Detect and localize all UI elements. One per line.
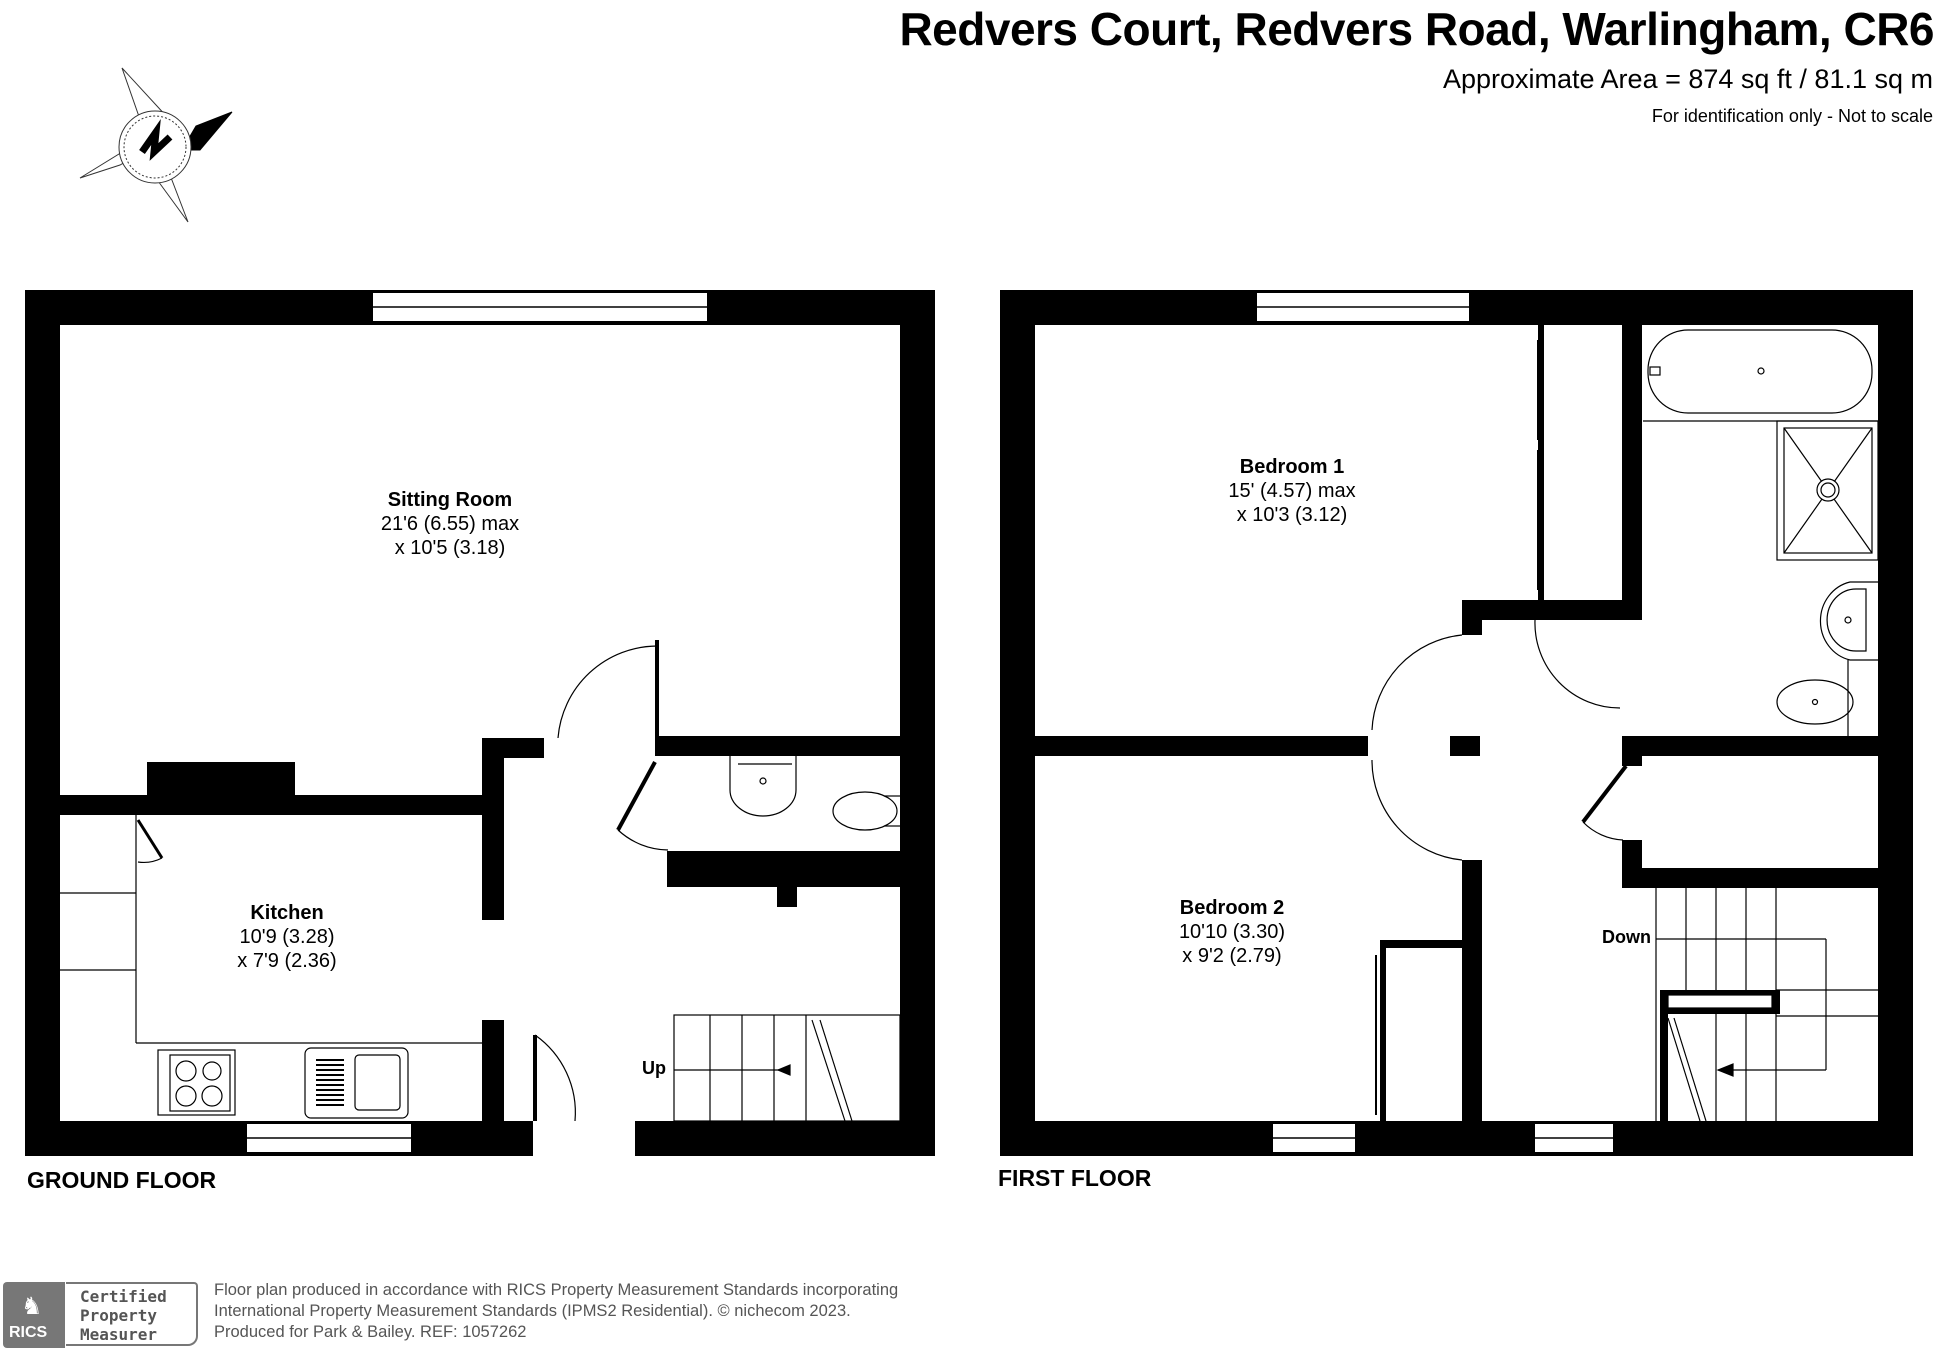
room-kitchen: Kitchen 10'9 (3.28) x 7'9 (2.36) xyxy=(237,901,336,973)
room-dimension: x 10'5 (3.18) xyxy=(394,537,506,559)
stairs-down-label: Down xyxy=(1602,927,1651,947)
badge-line: Certified xyxy=(80,1287,167,1306)
room-dimension: 21'6 (6.55) max xyxy=(380,513,520,535)
footer-line: Produced for Park & Bailey. REF: 1057262 xyxy=(214,1323,527,1341)
room-bedroom-1: Bedroom 1 15' (4.57) max x 10'3 (3.12) xyxy=(1228,455,1355,527)
stairs-up-label: Up xyxy=(642,1058,666,1078)
room-bedroom-2: Bedroom 2 10'10 (3.30) x 9'2 (2.79) xyxy=(1179,896,1285,968)
room-name: Sitting Room xyxy=(387,489,513,511)
footer-line: Floor plan produced in accordance with R… xyxy=(214,1281,899,1299)
first-floor-label: FIRST FLOOR xyxy=(998,1165,1152,1191)
rics-logo-text: RICS xyxy=(9,1324,48,1341)
ground-floor-plan xyxy=(25,290,935,1156)
badge-line: Property xyxy=(80,1306,158,1325)
rics-logo: ♞ RICS xyxy=(3,1282,65,1348)
footer-line: International Property Measurement Stand… xyxy=(214,1302,851,1320)
room-dimension: x 7'9 (2.36) xyxy=(237,950,337,972)
room-name: Bedroom 2 xyxy=(1179,897,1285,919)
room-dimension: 10'9 (3.28) xyxy=(239,926,335,948)
room-dimension: x 9'2 (2.79) xyxy=(1182,945,1282,967)
rics-lion-icon: ♞ xyxy=(21,1293,43,1320)
room-dimension: 10'10 (3.30) xyxy=(1178,921,1286,943)
room-name: Bedroom 1 xyxy=(1239,456,1345,478)
badge-line: Measurer xyxy=(80,1325,158,1344)
room-sitting-room: Sitting Room 21'6 (6.55) max x 10'5 (3.1… xyxy=(381,488,519,560)
ground-floor-fixtures xyxy=(60,645,901,1122)
footer-notes: Floor plan produced in accordance with R… xyxy=(214,1280,898,1343)
north-arrow-icon xyxy=(79,67,233,223)
first-floor-plan xyxy=(1000,290,1913,1156)
disclaimer: For identification only - Not to scale xyxy=(1651,106,1933,126)
certified-measurer-badge: Certified Property Measurer xyxy=(66,1282,198,1346)
ground-floor-label: GROUND FLOOR xyxy=(27,1167,217,1193)
room-dimension: 15' (4.57) max xyxy=(1228,480,1356,502)
approximate-area: Approximate Area = 874 sq ft / 81.1 sq m xyxy=(1442,64,1933,94)
room-dimension: x 10'3 (3.12) xyxy=(1236,504,1348,526)
first-floor-fixtures xyxy=(1371,329,1879,1122)
property-title: Redvers Court, Redvers Road, Warlingham,… xyxy=(899,3,1934,55)
room-name: Kitchen xyxy=(250,902,324,924)
